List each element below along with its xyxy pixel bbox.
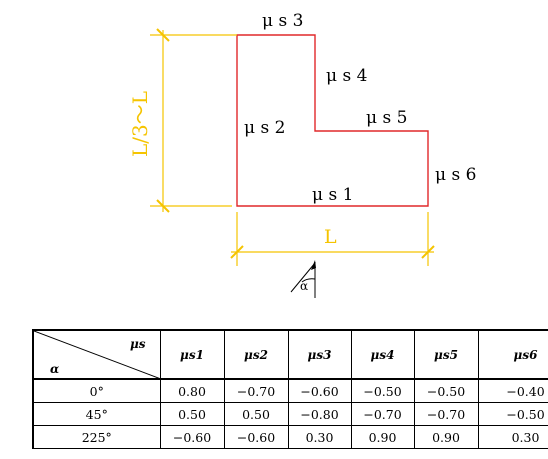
value-cell: −0.60 [287, 378, 352, 403]
column-header: μs1 [159, 329, 225, 380]
vertical-dimension [150, 28, 237, 213]
side-label-s3: μ s 3 [262, 11, 303, 31]
column-header: μs5 [413, 329, 479, 380]
angle-cell: 45° [32, 402, 161, 426]
value-cell: −0.60 [159, 425, 225, 449]
value-cell: −0.50 [413, 378, 479, 403]
side-label-s5: μ s 5 [366, 108, 407, 128]
value-cell: −0.70 [350, 402, 415, 426]
corner-mu-label: μs [129, 337, 146, 351]
horizontal-dimension-label: L [324, 226, 337, 248]
building-outline [236, 34, 429, 207]
value-cell: −0.70 [223, 378, 289, 403]
value-cell: −0.40 [477, 378, 548, 403]
side-label-s1: μ s 1 [312, 185, 353, 205]
table-row: 225° −0.60 −0.60 0.30 0.90 0.90 0.30 [32, 425, 548, 449]
building-plan-diagram: L/3～L L μ s 3 μ s 4 μ s 2 μ s 5 μ s 6 μ … [128, 11, 476, 298]
coefficient-table: μs α μs1 μs2 μs3 μs4 μs5 μs6 0° 0.80 −0.… [32, 329, 548, 449]
value-cell: −0.70 [413, 402, 479, 426]
table-row: 45° 0.50 0.50 −0.80 −0.70 −0.70 −0.50 [32, 402, 548, 426]
value-cell: 0.80 [159, 378, 225, 403]
value-cell: 0.90 [350, 425, 415, 449]
side-label-s4: μ s 4 [326, 66, 367, 86]
value-cell: 0.50 [223, 402, 289, 426]
side-label-s2: μ s 2 [244, 118, 285, 138]
table-header-row: μs α μs1 μs2 μs3 μs4 μs5 μs6 [32, 329, 548, 380]
wind-direction-arrow [290, 260, 316, 298]
table-corner-cell: μs α [32, 329, 161, 380]
wind-angle-label: α [300, 279, 308, 293]
vertical-dimension-label: L/3～L [128, 91, 152, 157]
corner-diagonal [34, 331, 161, 379]
table-row: 0° 0.80 −0.70 −0.60 −0.50 −0.50 −0.40 [32, 378, 548, 403]
value-cell: −0.60 [223, 425, 289, 449]
column-header: μs6 [477, 329, 548, 380]
value-cell: 0.30 [287, 425, 352, 449]
corner-alpha-label: α [50, 362, 60, 376]
side-label-s6: μ s 6 [435, 165, 476, 185]
value-cell: 0.30 [477, 425, 548, 449]
value-cell: 0.90 [413, 425, 479, 449]
value-cell: −0.80 [287, 402, 352, 426]
column-header: μs2 [223, 329, 289, 380]
horizontal-dimension [230, 212, 435, 266]
column-header: μs4 [350, 329, 415, 380]
angle-cell: 0° [32, 378, 161, 403]
value-cell: 0.50 [159, 402, 225, 426]
column-header: μs3 [287, 329, 352, 380]
value-cell: −0.50 [477, 402, 548, 426]
value-cell: −0.50 [350, 378, 415, 403]
angle-cell: 225° [32, 425, 161, 449]
